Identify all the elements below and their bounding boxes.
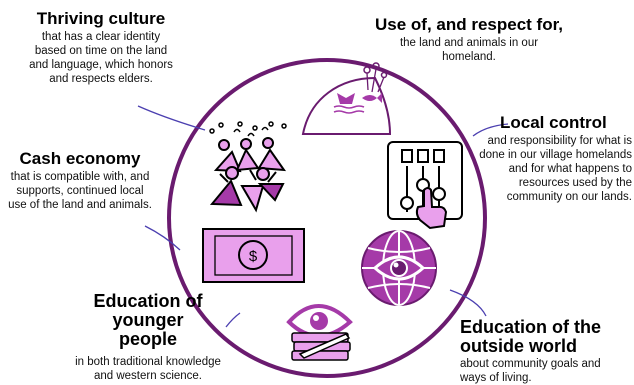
eye-books-pen-icon bbox=[286, 304, 353, 361]
control-description: and responsibility for what is done in o… bbox=[479, 135, 632, 203]
land-block: Use of, and respect for, the land and an… bbox=[362, 16, 576, 64]
connector-world bbox=[449, 289, 487, 317]
world-title: Education of the outside world bbox=[460, 317, 601, 356]
culture-block: Thriving culture that has a clear identi… bbox=[6, 10, 196, 86]
culture-description: that has a clear identity based on time … bbox=[29, 31, 173, 85]
connector-youth bbox=[225, 312, 241, 328]
people-celebrating-icon bbox=[209, 121, 287, 213]
control-panel-hand-icon bbox=[387, 141, 463, 230]
land-title: Use of, and respect for, bbox=[375, 15, 563, 34]
youth-block: Education of younger people in both trad… bbox=[58, 292, 238, 383]
central-circle bbox=[167, 58, 487, 378]
globe-eye-icon bbox=[361, 230, 437, 306]
connector-economy bbox=[144, 225, 181, 251]
world-block: Education of the outside world about com… bbox=[460, 318, 610, 385]
svg-text:$: $ bbox=[249, 248, 258, 265]
connector-lines bbox=[137, 105, 509, 328]
control-title: Local control bbox=[500, 113, 607, 132]
economy-block: Cash economy that is compatible with, an… bbox=[4, 150, 156, 212]
culture-title: Thriving culture bbox=[36, 9, 166, 28]
land-description: the land and animals in our homeland. bbox=[399, 37, 539, 63]
youth-title: Education of younger people bbox=[93, 291, 203, 349]
economy-description: that is compatible with, and supports, c… bbox=[8, 171, 152, 211]
control-block: Local control and responsibility for wha… bbox=[478, 114, 632, 204]
economy-title: Cash economy bbox=[19, 149, 141, 168]
world-description: about community goals and ways of living… bbox=[460, 358, 601, 384]
dollar-bill-icon: $ bbox=[202, 228, 305, 283]
youth-description: in both traditional knowledge and wester… bbox=[75, 356, 221, 382]
connector-culture bbox=[137, 105, 206, 131]
whale-fish-dome-icon bbox=[301, 62, 392, 135]
connector-control bbox=[472, 123, 509, 137]
